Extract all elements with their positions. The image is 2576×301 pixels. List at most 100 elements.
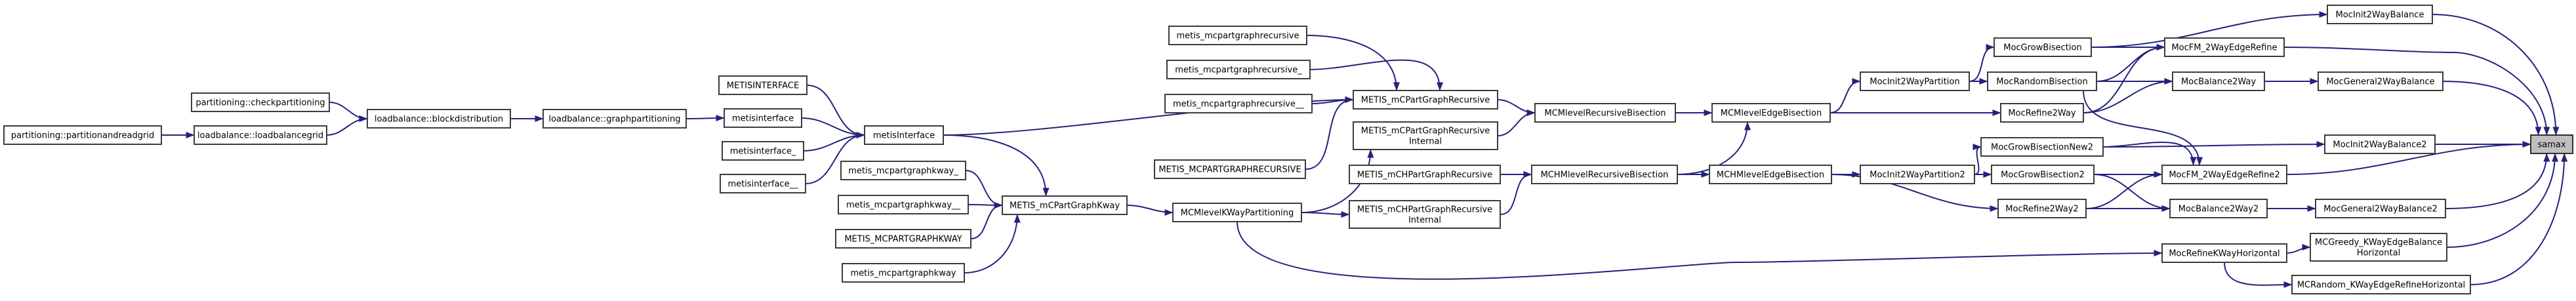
node-box (2164, 37, 2285, 57)
node-MCMlevelEdgeBisection[interactable]: MCMlevelEdgeBisection (1711, 103, 1831, 123)
node-METISINTERFACE[interactable]: METISINTERFACE (718, 75, 808, 95)
node-MocBalance2Way[interactable]: MocBalance2Way (2172, 71, 2265, 91)
node-label: metis_mcpartgraphrecursive_ (1175, 66, 1302, 75)
node-box (1993, 37, 2092, 57)
node-MocInit2WayPartition[interactable]: MocInit2WayPartition (1860, 71, 1970, 91)
node-MCHMlevelEdgeBisection[interactable]: MCHMlevelEdgeBisection (1709, 165, 1832, 184)
node-METIS_mCPartGraphRecursive[interactable]: METIS_mCPartGraphRecursive (1353, 90, 1498, 110)
node-METIS_MCPARTGRAPHKWAY[interactable]: METIS_MCPARTGRAPHKWAY (835, 229, 971, 249)
edge-n20-n24 (1301, 211, 1350, 218)
node-metisinterface_[interactable]: metisinterface_ (722, 141, 804, 161)
node-metis_mcpartgraphkway_[interactable]: metis_mcpartgraphkway_ (840, 161, 966, 180)
node-label: MocRefine2Way (2008, 109, 2075, 119)
node-metisinterface[interactable]: metisinterface (724, 108, 802, 128)
edge-n32-n38 (2096, 44, 2165, 82)
edges-layer (161, 11, 2568, 289)
edge-n36-n40 (2085, 171, 2163, 209)
node-label: MocBalance2Way (2181, 77, 2256, 87)
edge-n14-n19 (964, 214, 1021, 273)
node-label: MocInit2WayPartition2 (1870, 171, 1965, 180)
node-label: loadbalance::graphpartitioning (548, 115, 680, 125)
node-MocRefine2Way2[interactable]: MocRefine2Way2 (1997, 199, 2087, 218)
node-MCRandom_KWayEdgeRefineHorizontal[interactable]: MCRandom_KWayEdgeRefineHorizontal (2291, 275, 2471, 294)
node-box (840, 161, 966, 180)
node-MCHMlevelRecursiveBisection[interactable]: MCHMlevelRecursiveBisection (1531, 165, 1678, 184)
node-box (2327, 5, 2433, 24)
node-loadbalance::blockdistribution[interactable]: loadbalance::blockdistribution (367, 109, 511, 129)
node-MocBalance2Way2[interactable]: MocBalance2Way2 (2169, 199, 2268, 218)
node-MCMlevelRecursiveBisection[interactable]: MCMlevelRecursiveBisection (1534, 103, 1676, 123)
edge-n09-n10 (805, 132, 865, 184)
node-box (2169, 199, 2268, 218)
node-label: metis_mcpartgraphkway__ (846, 201, 960, 211)
node-MocInit2WayBalance2[interactable]: MocInit2WayBalance2 (2324, 134, 2436, 154)
node-box (1349, 200, 1501, 229)
node-box (1353, 121, 1498, 150)
node-box (1154, 159, 1306, 179)
edge-n03-n04 (326, 115, 368, 136)
node-MocGrowBisection2[interactable]: MocGrowBisection2 (1991, 165, 2095, 184)
node-label: MocInit2WayBalance2 (2333, 140, 2426, 150)
edge-n30-n34 (1973, 144, 1982, 175)
node-box (1002, 195, 1128, 215)
edge-n28-n36 (1831, 174, 1999, 212)
node-MocFM_2WayEdgeRefine2[interactable]: MocFM_2WayEdgeRefine2 (2161, 165, 2287, 184)
node-box (1164, 94, 1313, 113)
node-MocRandomBisection[interactable]: MocRandomBisection (1987, 71, 2097, 91)
node-METIS_mCHPartGraphRecursive[interactable]: METIS_mCHPartGraphRecursive (1349, 165, 1501, 184)
node-MocGeneral2WayBalance2[interactable]: MocGeneral2WayBalance2 (2315, 199, 2446, 218)
nodes-layer: partitioning::partitionandreadgrid partit… (3, 5, 2573, 294)
node-label: MocGrowBisection2 (2001, 171, 2085, 180)
node-label: MocGeneral2WayBalance2 (2323, 205, 2438, 214)
node-metis_mcpartgraphkway[interactable]: metis_mcpartgraphkway (842, 263, 965, 283)
node-label: MocGrowBisectionNew2 (1991, 143, 2093, 153)
edge-n26-n27 (1677, 121, 1751, 175)
node-partitioning::checkpartitioning[interactable]: partitioning::checkpartitioning (191, 92, 330, 112)
node-METIS_MCPARTGRAPHRECURSIVE[interactable]: METIS_MCPARTGRAPHRECURSIVE (1154, 159, 1306, 179)
edge-n06-n10 (806, 85, 865, 138)
node-label: MocGeneral2WayBalance (2326, 77, 2434, 87)
node-label: METIS_MCPARTGRAPHKWAY (844, 235, 962, 245)
node-box (2310, 233, 2447, 262)
node-box (1987, 71, 2097, 91)
node-MocFM_2WayEdgeRefine[interactable]: MocFM_2WayEdgeRefine (2164, 37, 2285, 57)
node-METIS_mCPartGraphKway[interactable]: METIS_mCPartGraphKway (1002, 195, 1128, 215)
node-loadbalance::graphpartitioning[interactable]: loadbalance::graphpartitioning (542, 109, 687, 129)
node-box (724, 108, 802, 128)
node-MocGeneral2WayBalance[interactable]: MocGeneral2WayBalance (2318, 71, 2443, 91)
node-MocInit2WayBalance[interactable]: MocInit2WayBalance (2327, 5, 2433, 24)
node-box (194, 125, 327, 145)
node-label: MCRandom_KWayEdgeRefineHorizontal (2297, 281, 2465, 291)
node-metisinterface__[interactable]: metisinterface__ (720, 174, 806, 193)
node-label: MCMlevelKWayPartitioning (1181, 209, 1294, 218)
edge-n33-n39 (2083, 78, 2173, 113)
edge-n34-n40 (2102, 142, 2197, 166)
node-label: MocRefine2Way2 (2005, 205, 2078, 214)
node-loadbalance::loadbalancegrid[interactable]: loadbalance::loadbalancegrid (194, 125, 327, 145)
node-metis_mcpartgraphkway__[interactable]: metis_mcpartgraphkway__ (838, 195, 969, 214)
node-box (2315, 199, 2446, 218)
node-MocGrowBisectionNew2[interactable]: MocGrowBisectionNew2 (1980, 137, 2104, 157)
edge-n33-n38 (2083, 44, 2165, 113)
edge-n20-n37 (1237, 221, 2163, 280)
node-metis_mcpartgraphrecursive__[interactable]: metis_mcpartgraphrecursive__ (1164, 94, 1313, 113)
node-samax[interactable]: samax (2530, 134, 2573, 154)
node-MocRefineKWayHorizontal[interactable]: MocRefineKWayHorizontal (2161, 243, 2287, 263)
node-label: metis_mcpartgraphkway_ (848, 167, 958, 176)
node-label: MocFM_2WayEdgeRefine2 (2169, 171, 2280, 180)
node-metis_mcpartgraphrecursive_[interactable]: metis_mcpartgraphrecursive_ (1166, 60, 1311, 79)
node-box (842, 263, 965, 283)
node-box (838, 195, 969, 214)
node-metis_mcpartgraphrecursive[interactable]: metis_mcpartgraphrecursive (1168, 26, 1307, 45)
node-MocRefine2Way[interactable]: MocRefine2Way (2000, 103, 2084, 123)
node-MocGrowBisection[interactable]: MocGrowBisection (1993, 37, 2092, 57)
node-partitioning::partitionandreadgrid[interactable]: partitioning::partitionandreadgrid (3, 125, 162, 145)
node-label: loadbalance::blockdistribution (375, 115, 503, 125)
node-MocInit2WayPartition2[interactable]: MocInit2WayPartition2 (1860, 165, 1975, 184)
node-MCMlevelKWayPartitioning[interactable]: MCMlevelKWayPartitioning (1172, 203, 1302, 222)
node-metisInterface[interactable]: metisInterface (864, 125, 944, 145)
